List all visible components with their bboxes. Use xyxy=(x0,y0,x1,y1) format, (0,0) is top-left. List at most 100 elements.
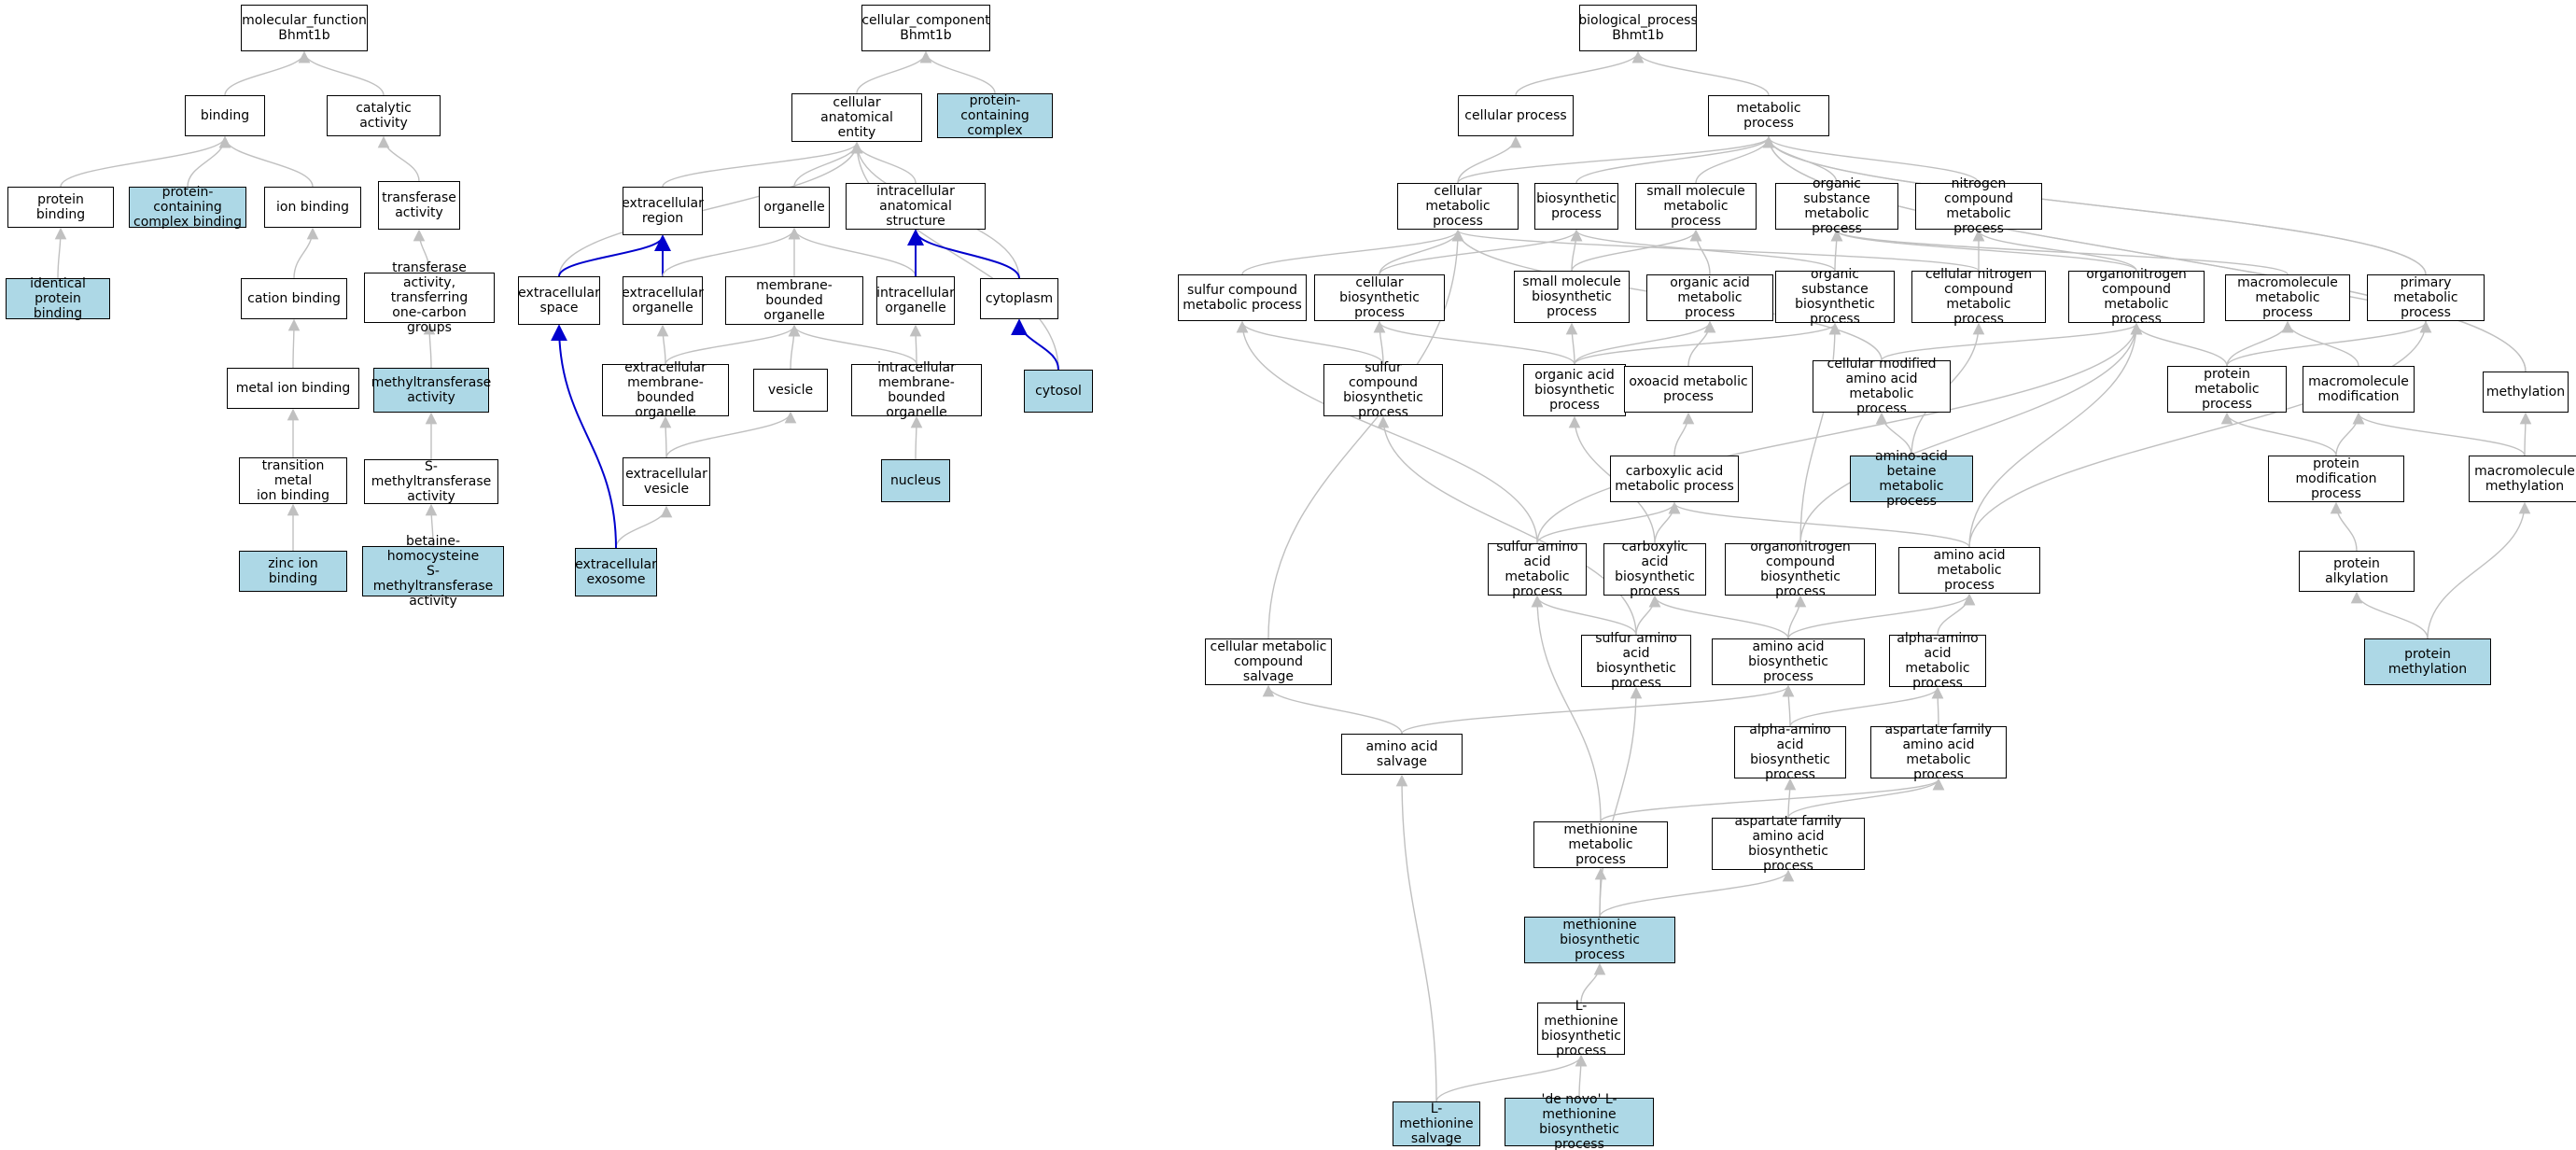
edge-extracellular-organelle-to-organelle xyxy=(662,227,801,277)
node-amino-acid-betaine[interactable]: amino-acid betaine metabolic process xyxy=(1850,449,1973,509)
node-aspartate-metabolic[interactable]: aspartate family amino acid metabolic pr… xyxy=(1870,722,2007,782)
node-sulfur-amino-acid-metabolic[interactable]: sulfur amino acid metabolic process xyxy=(1488,540,1587,599)
edge-cellular-nitrogen-compound-to-cellular-metabolic xyxy=(1452,229,1980,272)
node-cc-root[interactable]: cellular_component Bhmt1b xyxy=(861,5,990,51)
node-sulfur-compound-biosynthetic[interactable]: sulfur compound biosynthetic process xyxy=(1323,360,1443,420)
node-aspartate-biosynthetic[interactable]: aspartate family amino acid biosynthetic… xyxy=(1712,814,1865,874)
node-metal-ion[interactable]: metal ion binding xyxy=(227,368,359,409)
node-alpha-amino-metabolic[interactable]: alpha-amino acid metabolic process xyxy=(1889,631,1986,691)
node-transferase[interactable]: transferase activity xyxy=(378,181,460,230)
node-protein-methylation[interactable]: protein methylation xyxy=(2364,638,2491,685)
edge-extracellular-vesicle-to-vesicle xyxy=(665,411,797,458)
node-nitrogen-compound-metabolic[interactable]: nitrogen compound metabolic process xyxy=(1915,176,2042,236)
node-cellular-metabolic-salvage[interactable]: cellular metabolic compound salvage xyxy=(1205,638,1332,685)
edge-protein-methylation-to-macromolecule-methylation xyxy=(2427,501,2531,639)
node-anatomical-entity[interactable]: cellular anatomical entity xyxy=(791,93,922,142)
node-organonitrogen-metabolic[interactable]: organonitrogen compound metabolic proces… xyxy=(2068,267,2205,327)
edge-amino-acid-metabolic-to-organonitrogen-metabolic xyxy=(1968,322,2143,548)
edge-methionine-biosynthetic-to-aspartate-biosynthetic xyxy=(1599,869,1795,918)
node-cellular-biosynthetic[interactable]: cellular biosynthetic process xyxy=(1314,274,1445,321)
node-biosynthetic[interactable]: biosynthetic process xyxy=(1534,183,1618,230)
node-sulfur-amino-acid-biosynthetic[interactable]: sulfur amino acid biosynthetic process xyxy=(1581,631,1691,691)
node-small-molecule-biosynthetic[interactable]: small molecule biosynthetic process xyxy=(1514,271,1630,323)
node-nucleus[interactable]: nucleus xyxy=(881,459,950,502)
node-primary-metabolic[interactable]: primary metabolic process xyxy=(2367,274,2485,321)
edge-transferase-one-carbon-to-transferase xyxy=(413,229,430,273)
node-intracellular-structure[interactable]: intracellular anatomical structure xyxy=(846,183,986,230)
node-amino-acid-salvage[interactable]: amino acid salvage xyxy=(1341,734,1463,775)
node-organelle[interactable]: organelle xyxy=(759,187,830,228)
edge-sulfur-amino-acid-biosynthetic-to-sulfur-compound-biosynthetic xyxy=(1377,415,1637,636)
node-extracellular-organelle[interactable]: extracellular organelle xyxy=(622,276,704,325)
node-oxoacid-metabolic[interactable]: oxoacid metabolic process xyxy=(1624,366,1753,413)
edge-identical-protein-to-protein-binding xyxy=(54,227,67,279)
node-organic-acid-metabolic[interactable]: organic acid metabolic process xyxy=(1646,274,1773,321)
node-macromolecule-methylation[interactable]: macromolecule methylation xyxy=(2469,456,2576,502)
edge-extracellular-mb-organelle-to-extracellular-organelle xyxy=(656,324,669,365)
node-cellular-process[interactable]: cellular process xyxy=(1458,95,1574,136)
node-bp-root[interactable]: biological_process Bhmt1b xyxy=(1578,5,1698,51)
node-macromolecule-modification[interactable]: macromolecule modification xyxy=(2303,366,2415,413)
node-macromolecule-metabolic[interactable]: macromolecule metabolic process xyxy=(2225,274,2350,321)
node-metabolic-process[interactable]: metabolic process xyxy=(1708,95,1829,136)
node-cytosol[interactable]: cytosol xyxy=(1024,370,1093,413)
node-organic-acid-biosynthetic[interactable]: organic acid biosynthetic process xyxy=(1523,364,1626,416)
edge-carboxylic-acid-biosynthetic-to-carboxylic-acid-metabolic xyxy=(1654,501,1681,544)
edge-betaine-homocysteine-to-s-methyltransferase xyxy=(425,503,438,547)
node-organic-substance-biosynthetic[interactable]: organic substance biosynthetic process xyxy=(1775,267,1895,327)
node-alpha-amino-biosynthetic[interactable]: alpha-amino acid biosynthetic process xyxy=(1734,722,1846,782)
node-vesicle[interactable]: vesicle xyxy=(753,369,828,412)
node-membrane-bounded[interactable]: membrane-bounded organelle xyxy=(725,276,863,325)
node-cellular-metabolic[interactable]: cellular metabolic process xyxy=(1397,183,1519,230)
node-intracellular-mb-organelle[interactable]: intracellular membrane-bounded organelle xyxy=(851,360,982,420)
node-pc-complex-binding[interactable]: protein-containing complex binding xyxy=(129,185,246,230)
node-intracellular-organelle[interactable]: intracellular organelle xyxy=(876,276,955,325)
node-mf-root[interactable]: molecular_function Bhmt1b xyxy=(241,5,368,51)
node-extracellular-mb-organelle[interactable]: extracellular membrane-bounded organelle xyxy=(602,360,729,420)
node-amino-acid-metabolic[interactable]: amino acid metabolic process xyxy=(1898,547,2040,594)
node-cytoplasm[interactable]: cytoplasm xyxy=(980,278,1058,319)
node-l-methionine-biosynthetic[interactable]: L-methionine biosynthetic process xyxy=(1537,999,1625,1059)
node-organic-substance-metabolic[interactable]: organic substance metabolic process xyxy=(1775,176,1898,236)
node-de-novo-l-methionine[interactable]: 'de novo' L-methionine biosynthetic proc… xyxy=(1505,1092,1654,1150)
edge-sulfur-compound-metabolic-to-cellular-metabolic xyxy=(1241,229,1464,275)
node-carboxylic-acid-metabolic[interactable]: carboxylic acid metabolic process xyxy=(1610,456,1739,502)
node-methionine-metabolic[interactable]: methionine metabolic process xyxy=(1533,821,1668,868)
edge-oxoacid-metabolic-to-organic-acid-metabolic xyxy=(1687,320,1716,367)
node-methylation[interactable]: methylation xyxy=(2483,372,2569,413)
node-protein-alkylation[interactable]: protein alkylation xyxy=(2299,551,2415,592)
edge-methyltransferase-to-transferase-one-carbon xyxy=(423,322,436,369)
node-amino-acid-biosynthetic[interactable]: amino acid biosynthetic process xyxy=(1712,638,1865,685)
node-protein-modification[interactable]: protein modification process xyxy=(2268,456,2404,502)
node-small-molecule-metabolic[interactable]: small molecule metabolic process xyxy=(1635,183,1757,230)
node-cellular-modified-amino-acid[interactable]: cellular modified amino acid metabolic p… xyxy=(1813,357,1951,416)
node-identical-protein[interactable]: identical protein binding xyxy=(6,276,110,321)
node-protein-binding[interactable]: protein binding xyxy=(7,187,114,228)
edge-alpha-amino-metabolic-to-amino-acid-metabolic xyxy=(1937,593,1976,636)
edge-sulfur-amino-acid-biosynthetic-to-sulfur-amino-acid-metabolic xyxy=(1531,595,1637,636)
edge-amino-acid-salvage-to-cellular-metabolic-salvage xyxy=(1262,684,1403,735)
node-protein-metabolic[interactable]: protein metabolic process xyxy=(2167,366,2287,413)
node-pc-complex[interactable]: protein-containing complex xyxy=(937,93,1053,138)
node-catalytic[interactable]: catalytic activity xyxy=(327,95,441,136)
edge-organic-substance-biosynthetic-to-biosynthetic xyxy=(1570,229,1836,272)
node-extracellular-region[interactable]: extracellular region xyxy=(622,187,704,235)
node-sulfur-compound-metabolic[interactable]: sulfur compound metabolic process xyxy=(1178,274,1307,321)
node-betaine-homocysteine[interactable]: betaine-homocysteine S-methyltransferase… xyxy=(362,534,504,609)
node-transition-metal[interactable]: transition metal ion binding xyxy=(239,457,347,504)
node-methyltransferase[interactable]: methyltransferase activity xyxy=(371,368,491,413)
node-extracellular-space[interactable]: extracellular space xyxy=(518,276,600,325)
node-zinc-ion[interactable]: zinc ion binding xyxy=(239,551,347,592)
node-ion-binding[interactable]: ion binding xyxy=(264,187,361,228)
node-extracellular-vesicle[interactable]: extracellular vesicle xyxy=(623,457,710,506)
node-methionine-biosynthetic[interactable]: methionine biosynthetic process xyxy=(1524,917,1675,963)
node-transferase-one-carbon[interactable]: transferase activity, transferring one-c… xyxy=(364,260,495,335)
node-cation-binding[interactable]: cation binding xyxy=(241,278,347,319)
node-cellular-nitrogen-compound[interactable]: cellular nitrogen compound metabolic pro… xyxy=(1911,267,2046,327)
node-carboxylic-acid-biosynthetic[interactable]: carboxylic acid biosynthetic process xyxy=(1603,540,1706,599)
node-exosome[interactable]: extracellular exosome xyxy=(575,548,657,596)
node-binding[interactable]: binding xyxy=(185,95,265,136)
node-l-methionine-salvage[interactable]: L-methionine salvage xyxy=(1393,1101,1480,1146)
node-s-methyltransferase[interactable]: S-methyltransferase activity xyxy=(364,459,498,504)
node-organonitrogen-biosynthetic[interactable]: organonitrogen compound biosynthetic pro… xyxy=(1725,540,1876,599)
